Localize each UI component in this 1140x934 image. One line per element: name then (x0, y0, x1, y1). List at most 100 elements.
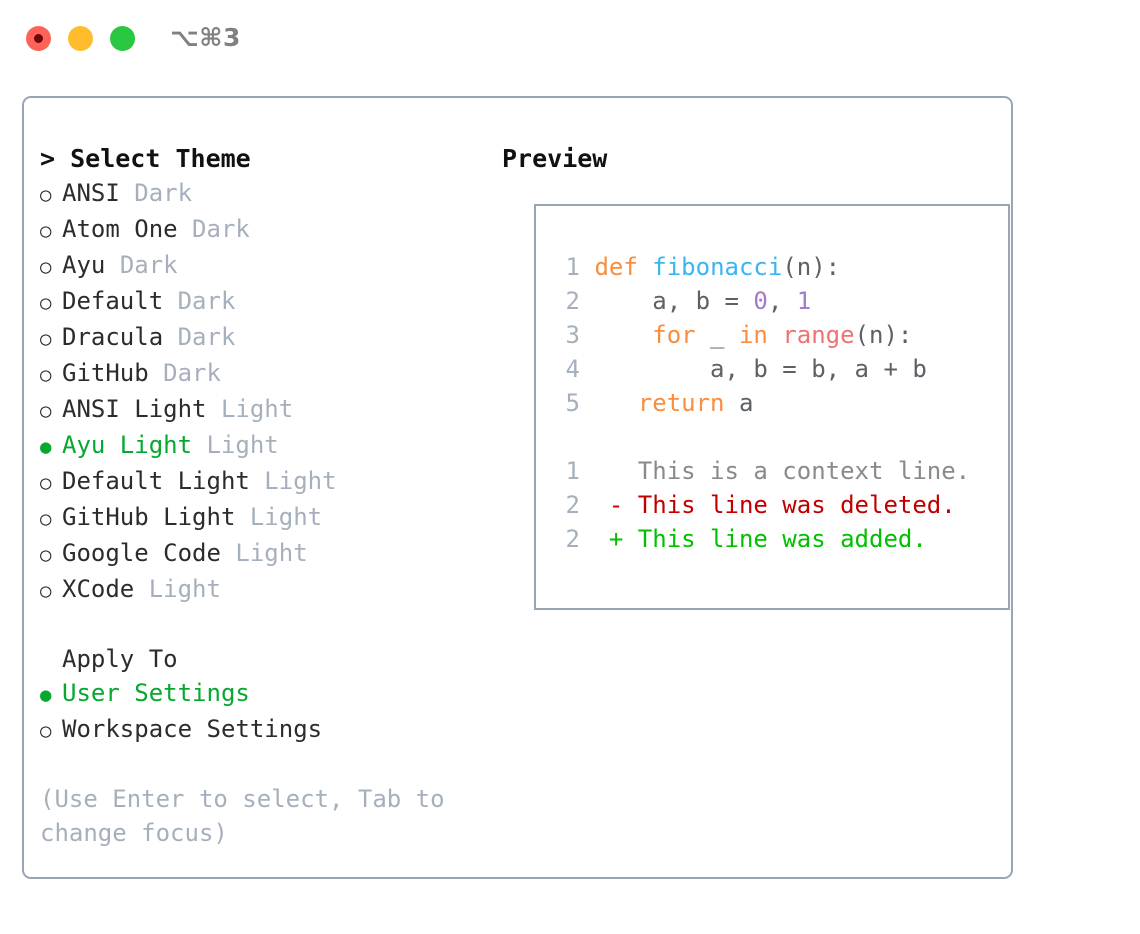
code-token: , (767, 287, 797, 315)
radio-unselected-icon (40, 464, 62, 500)
theme-name: Google Code (62, 539, 221, 567)
code-token: 1 (796, 287, 812, 315)
keyboard-hint: (Use Enter to select, Tab to change focu… (40, 785, 445, 847)
theme-option-dracula[interactable]: Dracula Dark (40, 320, 510, 356)
code-token: (n): (782, 253, 841, 281)
theme-variant-tag: Light (249, 503, 323, 531)
theme-option-ansi-light[interactable]: ANSI Light Light (40, 392, 510, 428)
theme-name: Default (62, 287, 164, 315)
theme-option-ayu[interactable]: Ayu Dark (40, 248, 510, 284)
theme-list[interactable]: ANSI DarkAtom One DarkAyu DarkDefault Da… (40, 176, 510, 608)
code-token: fibonacci (652, 253, 783, 281)
theme-option-xcode[interactable]: XCode Light (40, 572, 510, 608)
diff-text: - This line was deleted. (594, 491, 956, 519)
radio-selected-icon (40, 428, 62, 464)
radio-unselected-icon (40, 212, 62, 248)
radio-selected-icon (40, 676, 62, 712)
line-number: 3 (565, 321, 580, 349)
theme-name: Dracula (62, 323, 164, 351)
code-token (594, 389, 637, 417)
diff-line: 2 + This line was added. (552, 522, 970, 556)
code-line: 1 def fibonacci(n): (552, 250, 970, 284)
main-panel: > Select Theme ANSI DarkAtom One DarkAyu… (22, 96, 1013, 879)
hint-spacer (40, 748, 510, 782)
radio-unselected-icon (40, 320, 62, 356)
diff-text: + This line was added. (594, 525, 927, 553)
radio-unselected-icon (40, 500, 62, 536)
theme-variant-tag: Light (220, 395, 294, 423)
diff-text: This is a context line. (594, 457, 971, 485)
theme-option-ansi[interactable]: ANSI Dark (40, 176, 510, 212)
theme-option-github-light[interactable]: GitHub Light Light (40, 500, 510, 536)
preview-column: Preview 1 def fibonacci(n):2 a, b = 0, 1… (502, 142, 1010, 610)
radio-unselected-icon (40, 572, 62, 608)
theme-name: Atom One (62, 215, 178, 243)
code-token: _ (695, 321, 739, 349)
diff-line: 1 This is a context line. (552, 454, 971, 488)
theme-option-github[interactable]: GitHub Dark (40, 356, 510, 392)
gutter-space (580, 355, 594, 383)
code-token (638, 253, 652, 281)
radio-unselected-icon (40, 284, 62, 320)
close-button-red[interactable] (26, 26, 51, 51)
line-number: 1 (565, 457, 580, 485)
window-controls (26, 26, 135, 51)
theme-variant-tag: Light (235, 539, 308, 567)
code-token: for (652, 321, 696, 349)
theme-name: XCode (62, 575, 135, 603)
line-number: 2 (565, 525, 580, 553)
theme-option-atom-one[interactable]: Atom One Dark (40, 212, 510, 248)
code-line: 3 for _ in range(n): (552, 318, 970, 352)
apply-to-label: User Settings (62, 679, 250, 707)
theme-name: ANSI Light (62, 395, 207, 423)
apply-to-option-workspace-settings[interactable]: Workspace Settings (40, 712, 510, 748)
line-number: 4 (565, 355, 580, 383)
code-token: a, b = (594, 287, 754, 315)
theme-variant-tag: Light (206, 431, 279, 459)
keyboard-shortcut-label: ⌥⌘3 (170, 23, 241, 52)
code-token: def (594, 253, 638, 281)
code-line: 5 return a (552, 386, 970, 420)
apply-to-heading: Apply To (62, 645, 178, 673)
theme-option-ayu-light[interactable]: Ayu Light Light (40, 428, 510, 464)
panel-columns: > Select Theme ANSI DarkAtom One DarkAyu… (24, 98, 1011, 877)
radio-unselected-icon (40, 176, 62, 212)
gutter-space (580, 321, 594, 349)
gutter-space (580, 491, 594, 519)
apply-to-option-user-settings[interactable]: User Settings (40, 676, 510, 712)
gutter-space (580, 287, 594, 315)
theme-name: GitHub (62, 359, 149, 387)
line-number: 5 (565, 389, 580, 417)
code-token: in (738, 321, 768, 349)
gutter-space (580, 525, 594, 553)
code-diff-separator (552, 420, 970, 454)
code-token: a, b = b, a + b (594, 355, 927, 383)
theme-variant-tag: Dark (134, 179, 193, 207)
theme-name: ANSI (62, 179, 120, 207)
line-number: 2 (565, 491, 580, 519)
code-line: 4 a, b = b, a + b (552, 352, 970, 386)
line-number: 1 (565, 253, 580, 281)
theme-option-default[interactable]: Default Dark (40, 284, 510, 320)
select-theme-heading: > Select Theme (40, 144, 251, 173)
theme-option-google-code[interactable]: Google Code Light (40, 536, 510, 572)
theme-variant-tag: Dark (177, 323, 236, 351)
code-token (594, 321, 652, 349)
theme-name: Ayu (62, 251, 106, 279)
code-token: (n): (854, 321, 913, 349)
maximize-button-green[interactable] (110, 26, 135, 51)
code-token: 0 (753, 287, 768, 315)
theme-option-default-light[interactable]: Default Light Light (40, 464, 510, 500)
gutter-space (580, 253, 594, 281)
code-token: return (637, 389, 725, 417)
minimize-button-yellow[interactable] (68, 26, 93, 51)
apply-to-list[interactable]: User SettingsWorkspace Settings (40, 676, 510, 748)
radio-unselected-icon (40, 356, 62, 392)
code-token: range (782, 321, 855, 349)
theme-selector-column: > Select Theme ANSI DarkAtom One DarkAyu… (40, 142, 510, 850)
line-number: 2 (565, 287, 580, 315)
radio-unselected-icon (40, 536, 62, 572)
